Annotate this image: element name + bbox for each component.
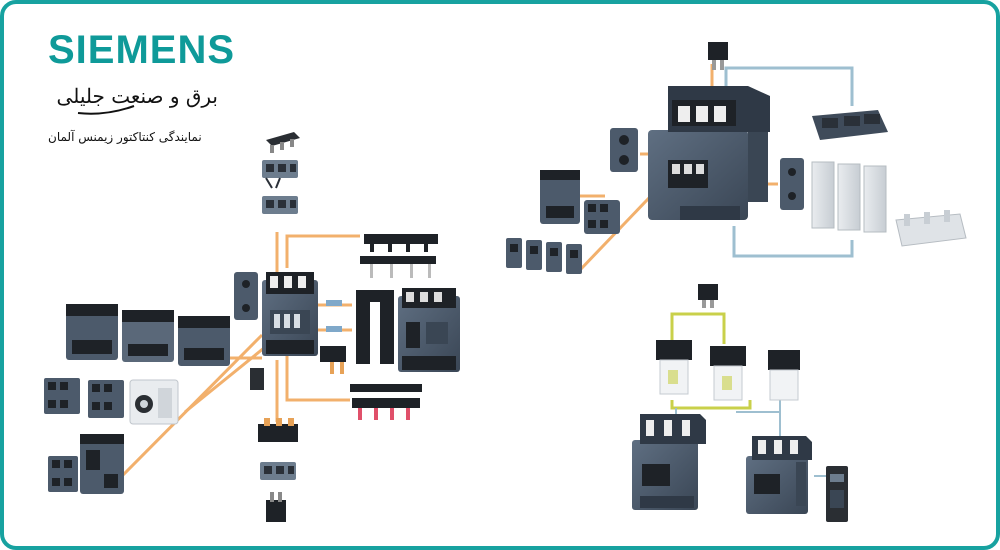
large-contactor-top-right <box>648 86 770 220</box>
bottom-terminal-block-3 <box>266 492 286 522</box>
company-name: برق و صنعت جلیلی <box>56 84 218 108</box>
bottom-terminal-block-2 <box>260 462 296 480</box>
aux-block-small-left <box>584 200 620 234</box>
aux-contact-front <box>48 456 78 492</box>
terminal-module-1 <box>656 340 692 395</box>
brand-block: SIEMENS برق و صنعت جلیلی نمایندگی کنتاکت… <box>48 30 248 144</box>
overload-relay <box>80 434 124 494</box>
electronic-module <box>826 466 848 522</box>
yellow-loop-lines <box>670 312 752 410</box>
aux-block-1 <box>66 304 118 360</box>
terminal-module-3 <box>768 350 800 401</box>
top-coil-module <box>708 42 728 70</box>
busbar-comb-top <box>364 234 438 252</box>
left-cluster <box>44 132 460 522</box>
large-contactor-bottom-right <box>746 436 812 514</box>
small-module <box>250 368 264 390</box>
top-coil-module-bottom <box>698 284 718 308</box>
terminal-cover-top-right <box>812 110 888 140</box>
blue-loop-lines <box>724 66 854 258</box>
main-contactor-left <box>262 272 318 356</box>
busbar-comb-mid <box>360 256 436 278</box>
aux-block-large-left <box>540 170 580 224</box>
side-auxiliary-left <box>234 272 258 320</box>
siemens-logo: SIEMENS <box>48 28 236 72</box>
aux-block-2 <box>122 310 174 362</box>
aux-side-left-of-contactor <box>610 128 638 172</box>
tagline: نمایندگی کنتاکتور زیمنس آلمان <box>48 130 202 144</box>
top-right-cluster <box>506 42 967 274</box>
phase-barriers <box>811 161 887 233</box>
bottom-terminal-block-1 <box>258 418 298 442</box>
h-frame-connector <box>320 290 394 374</box>
top-terminal-block-3 <box>262 196 298 214</box>
terminal-module-2 <box>710 346 746 401</box>
terminal-shroud <box>895 210 967 247</box>
timer-module <box>129 379 179 425</box>
aux-contact-row <box>506 238 582 274</box>
large-contactor-bottom-left <box>632 414 706 510</box>
secondary-contactor-left <box>398 288 460 372</box>
aux-side-right-of-contactor <box>780 158 804 210</box>
top-terminal-block-2 <box>262 160 298 189</box>
calligraphy-swoosh <box>77 105 135 115</box>
bottom-right-cluster <box>632 284 848 522</box>
aux-contact-small-2 <box>88 380 124 418</box>
aux-block-3 <box>178 316 230 366</box>
busbar-comb-bottom <box>350 384 422 420</box>
aux-contact-small-1 <box>44 378 80 414</box>
top-terminal-block-1 <box>266 132 300 153</box>
